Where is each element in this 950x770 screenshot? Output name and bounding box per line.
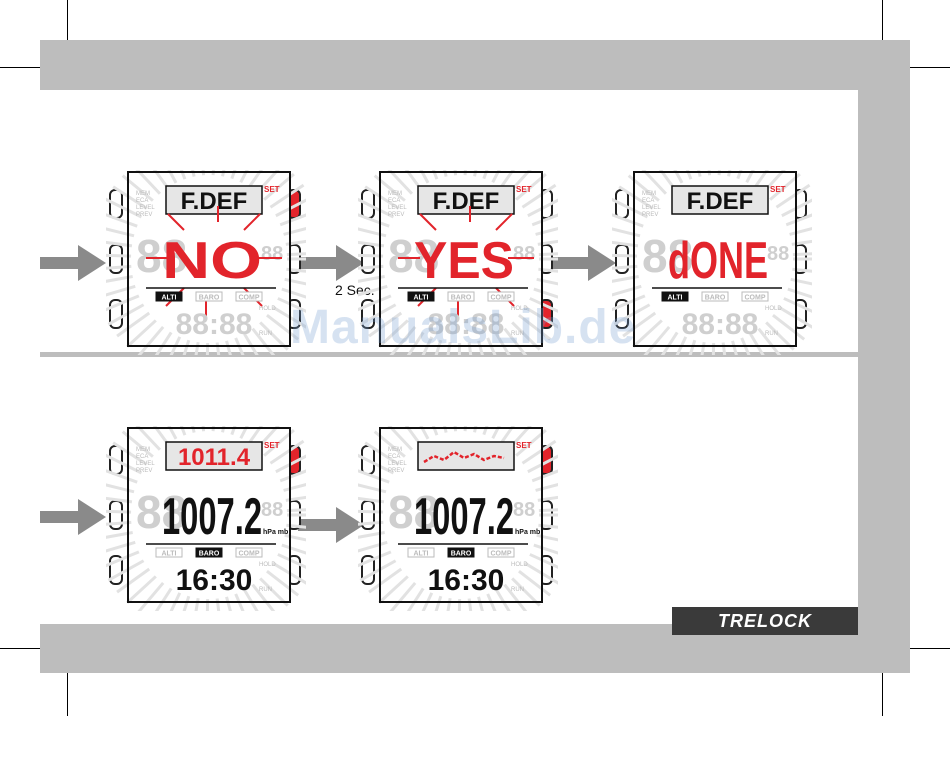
svg-text:SET: SET [516,185,532,194]
svg-text:HOLD: HOLD [511,562,528,568]
svg-text:88: 88 [261,243,283,265]
svg-text:RUN: RUN [259,587,272,593]
svg-text:ALTI: ALTI [413,295,428,302]
top-line-text: F.DEF [433,188,500,215]
svg-text:MEM: MEM [388,447,402,453]
svg-text:BARO: BARO [199,551,220,558]
brand-bar [672,607,858,635]
svg-text:COMP: COMP [745,295,766,302]
svg-text:ALTI: ALTI [161,551,176,558]
bottom-line-text: 16:30 [428,564,505,597]
svg-text:MEM: MEM [136,447,150,453]
svg-text:HOLD: HOLD [511,306,528,312]
svg-text:88: 88 [513,499,535,521]
top-line-text: F.DEF [687,188,754,215]
svg-text:BARO: BARO [705,295,726,302]
svg-text:SET: SET [264,441,280,450]
svg-text:88: 88 [388,230,439,282]
svg-text:88: 88 [136,486,187,538]
svg-text:BARO: BARO [451,551,472,558]
svg-text:BARO: BARO [451,295,472,302]
svg-text:MEM: MEM [136,191,150,197]
unit-label: hPa mb [515,529,540,536]
svg-text:ALTI: ALTI [667,295,682,302]
svg-text:ECA: ECA [388,454,400,460]
svg-text:PREV: PREV [136,212,152,218]
main-value-text: 1007.2 [162,488,262,546]
brand-logo: TRELOCK [718,610,812,631]
svg-text:HOLD: HOLD [259,306,276,312]
svg-text:ECA: ECA [136,454,148,460]
bottom-line-text: 88:88 [176,308,253,341]
bottom-line-text: 88:88 [428,308,505,341]
svg-text:SET: SET [264,185,280,194]
svg-text:ECA: ECA [642,198,654,204]
arrow-icon [550,245,616,281]
crop-mark [882,666,883,716]
svg-text:COMP: COMP [491,551,512,558]
svg-text:88: 88 [136,230,187,282]
svg-text:HOLD: HOLD [765,306,782,312]
watermark-text: ManualsLib.de [290,301,637,354]
crop-mark [882,0,883,44]
main-value-text: 1007.2 [414,488,514,546]
svg-text:BARO: BARO [199,295,220,302]
svg-text:88: 88 [642,230,693,282]
svg-text:ALTI: ALTI [413,551,428,558]
svg-text:LEVEL: LEVEL [136,205,155,211]
svg-text:88: 88 [513,243,535,265]
arrow-icon [298,245,364,281]
crop-mark [67,0,68,44]
top-line-text: F.DEF [181,188,248,215]
svg-text:RUN: RUN [511,587,524,593]
svg-text:PREV: PREV [136,468,152,474]
svg-text:ECA: ECA [136,198,148,204]
arrow-icon [40,499,106,535]
svg-text:MEM: MEM [642,191,656,197]
svg-text:COMP: COMP [239,295,260,302]
svg-text:ALTI: ALTI [161,295,176,302]
svg-text:COMP: COMP [491,295,512,302]
svg-text:RUN: RUN [259,331,272,337]
svg-text:88: 88 [261,499,283,521]
svg-text:PREV: PREV [388,212,404,218]
svg-text:SET: SET [516,441,532,450]
svg-text:LEVEL: LEVEL [136,461,155,467]
top-line-text: 1011.4 [178,444,251,471]
crop-mark [0,67,44,68]
svg-text:LEVEL: LEVEL [388,461,407,467]
svg-text:COMP: COMP [239,551,260,558]
svg-text:LEVEL: LEVEL [388,205,407,211]
pressure-trend-graph [423,450,505,464]
main-value-text: NO [162,232,262,290]
crop-mark [67,666,68,716]
unit-label: hPa mb [263,529,288,536]
arrow-icon [40,245,106,281]
bottom-line-text: 88:88 [682,308,759,341]
crop-mark [0,648,44,649]
main-value-text: YES [414,232,514,290]
svg-text:88: 88 [767,243,789,265]
bottom-line-text: 16:30 [176,564,253,597]
svg-text:HOLD: HOLD [259,562,276,568]
svg-text:PREV: PREV [388,468,404,474]
crop-mark [906,648,950,649]
svg-text:RUN: RUN [511,331,524,337]
svg-text:MEM: MEM [388,191,402,197]
main-value-text: dONE [668,232,768,290]
svg-text:LEVEL: LEVEL [642,205,661,211]
svg-text:ECA: ECA [388,198,400,204]
svg-text:PREV: PREV [642,212,658,218]
crop-mark [906,67,950,68]
svg-text:88: 88 [388,486,439,538]
svg-text:RUN: RUN [765,331,778,337]
arrow-icon [298,507,364,543]
svg-text:SET: SET [770,185,786,194]
